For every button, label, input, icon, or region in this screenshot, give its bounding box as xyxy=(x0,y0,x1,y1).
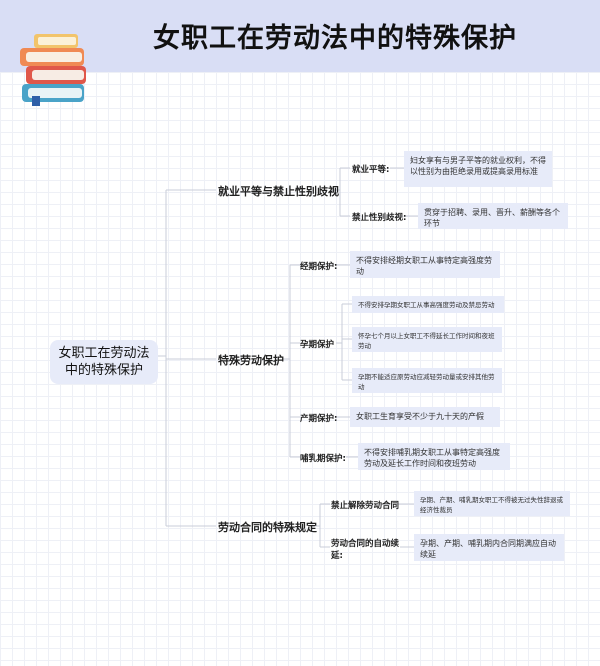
leaf-maternity-protection: 女职工生育享受不少于九十天的产假 xyxy=(350,407,500,427)
branch-labor-contract-rules: 劳动合同的特殊规定 xyxy=(218,521,317,534)
label-pregnancy-protection: 孕期保护 xyxy=(300,340,335,350)
leaf-menstrual-protection: 不得安排经期女职工从事特定高强度劳动 xyxy=(350,251,500,278)
books-icon xyxy=(20,34,86,106)
branch-employment-equality: 就业平等与禁止性别歧视 xyxy=(218,185,339,198)
header-banner xyxy=(0,0,600,72)
label-maternity-protection: 产期保护: xyxy=(300,414,338,424)
leaf-pregnancy-2: 怀孕七个月以上女职工不得延长工作时间和夜班劳动 xyxy=(352,327,502,352)
leaf-no-gender-discrimination: 贯穿于招聘、录用、晋升、薪酬等各个环节 xyxy=(418,203,568,229)
leaf-no-contract-termination: 孕期、产期、哺乳期女职工不得被无过失性辞退或经济性裁员 xyxy=(414,491,570,516)
leaf-lactation-protection: 不得安排哺乳期女职工从事特定高强度劳动及延长工作时间和夜班劳动 xyxy=(358,443,510,470)
label-lactation-protection: 哺乳期保护: xyxy=(300,454,346,464)
label-menstrual-protection: 经期保护: xyxy=(300,262,338,272)
leaf-pregnancy-1: 不得安排孕期女职工从事高强度劳动及禁忌劳动 xyxy=(352,296,504,313)
label-no-gender-discrimination: 禁止性别歧视: xyxy=(352,213,407,223)
label-employment-equality: 就业平等: xyxy=(352,165,390,175)
label-contract-auto-extension: 劳动合同的自动续延: xyxy=(331,539,400,561)
label-no-contract-termination: 禁止解除劳动合同 xyxy=(331,501,400,511)
root-node: 女职工在劳动法中的特殊保护 xyxy=(50,340,158,384)
leaf-pregnancy-3: 孕期不能适应原劳动应减轻劳动量或安排其他劳动 xyxy=(352,368,502,393)
leaf-contract-auto-extension: 孕期、产期、哺乳期内合同期满应自动续延 xyxy=(414,534,564,561)
page-title: 女职工在劳动法中的特殊保护 xyxy=(153,23,517,54)
branch-special-labor-protection: 特殊劳动保护 xyxy=(218,354,284,367)
leaf-employment-equality: 妇女享有与男子平等的就业权利，不得以性别为由拒绝录用或提高录用标准 xyxy=(404,151,552,187)
